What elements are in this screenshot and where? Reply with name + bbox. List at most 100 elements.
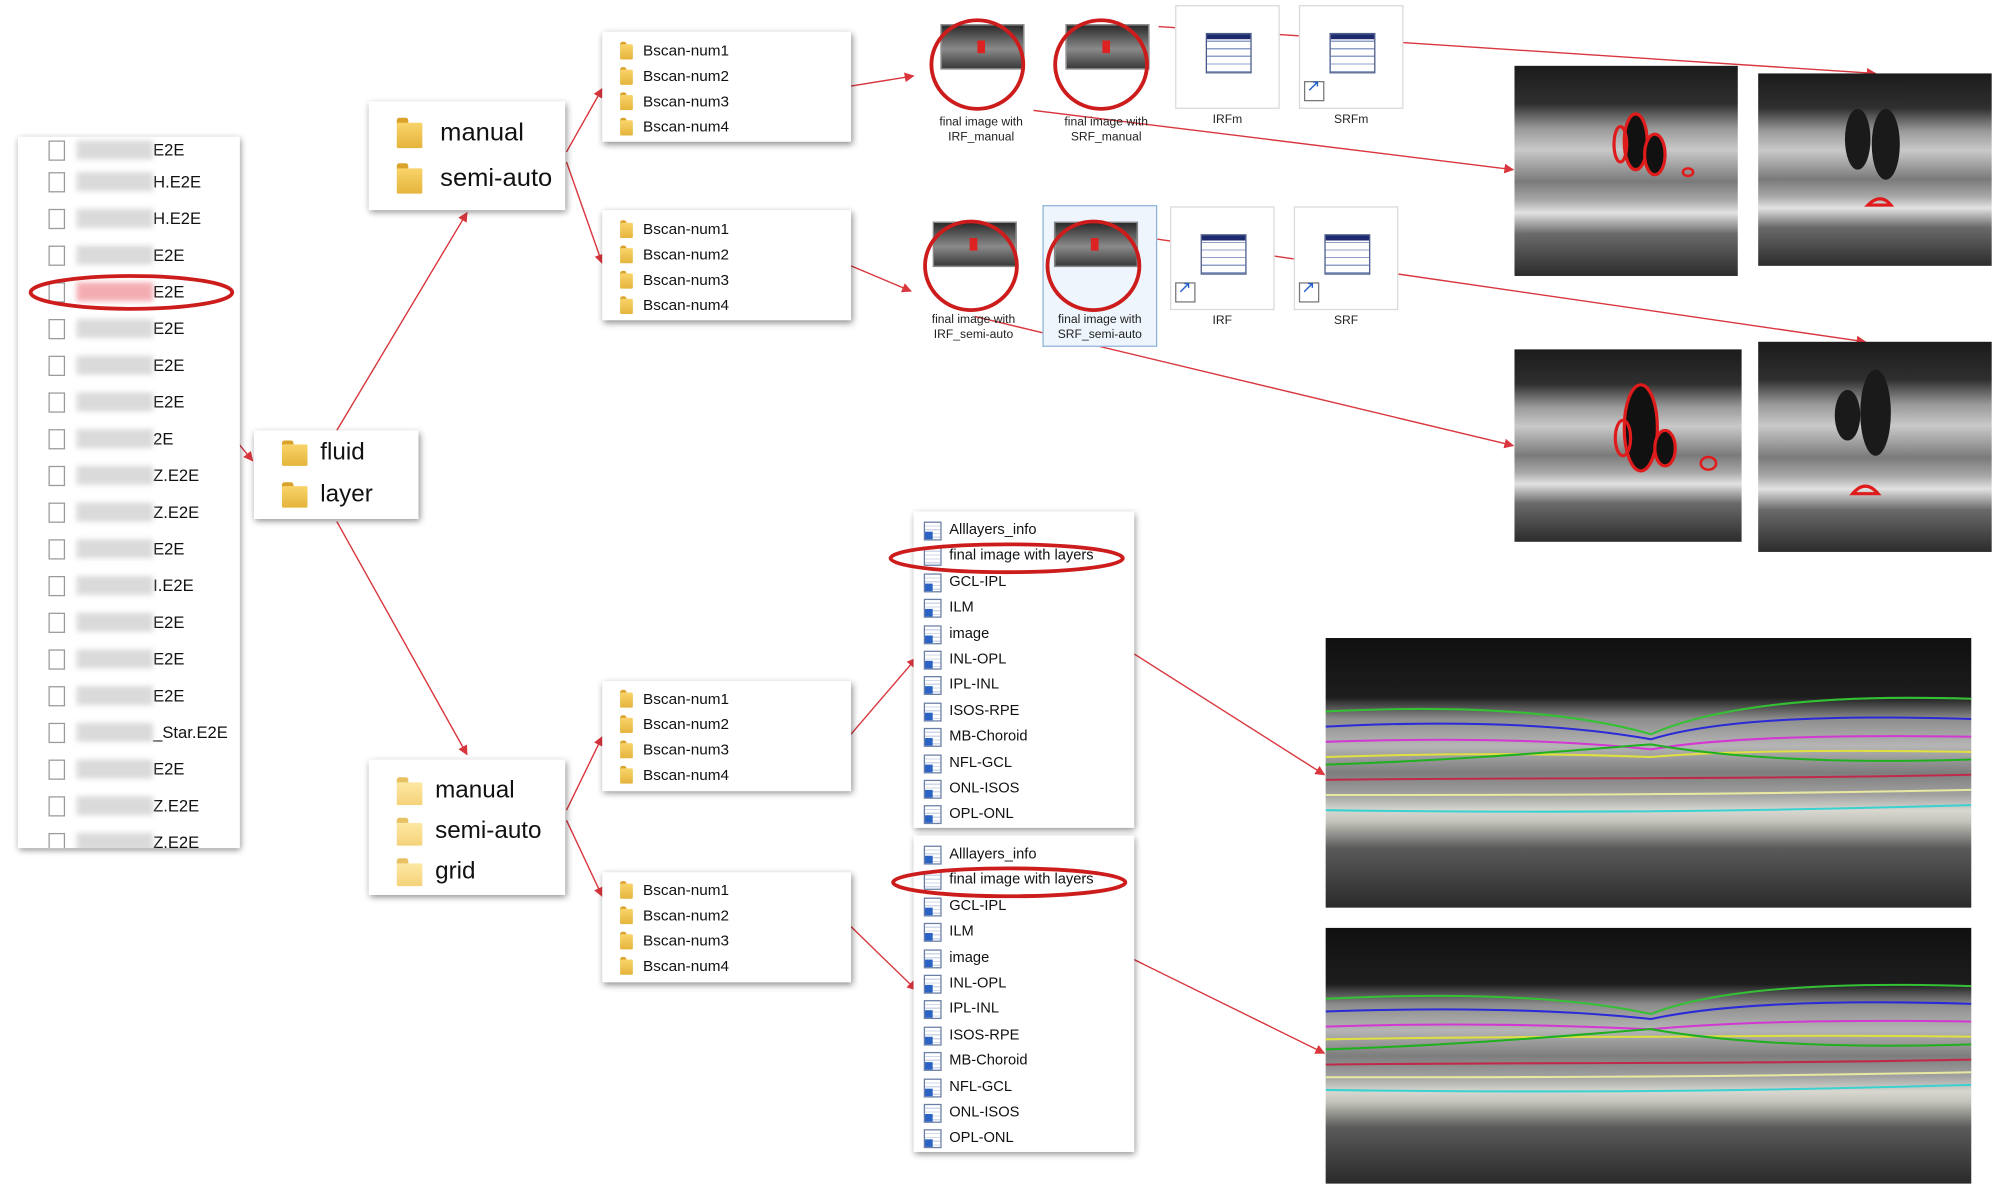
file-row[interactable]: H.E2E (18, 200, 240, 237)
layer-file-row[interactable]: final image with layers (914, 867, 1135, 892)
layer-file-label: INL-OPL (949, 976, 1007, 992)
file-tile-irf-semi[interactable]: final image with IRF_semi-auto (921, 205, 1026, 342)
file-row[interactable]: Z.E2E (18, 787, 240, 824)
irf-contour-overlay (1612, 112, 1695, 178)
bscan-row[interactable]: Bscan-num4 (602, 762, 851, 787)
layer-file-row[interactable]: GCL-IPL (914, 894, 1135, 919)
bscan-row[interactable]: Bscan-num1 (602, 877, 851, 902)
bscan-row[interactable]: Bscan-num2 (602, 242, 851, 267)
layer-file-row[interactable]: OPL-ONL (914, 801, 1135, 826)
file-row[interactable]: Z.E2E (18, 457, 240, 494)
bscan-row[interactable]: Bscan-num4 (602, 953, 851, 978)
layer-file-row[interactable]: Alllayers_info (914, 518, 1135, 543)
layer-file-row[interactable]: ONL-ISOS (914, 1100, 1135, 1125)
file-row[interactable]: E2E (18, 310, 240, 347)
blurred-filename (76, 465, 154, 485)
layer-file-label: ONL-ISOS (949, 781, 1020, 797)
layer-file-label: image (949, 626, 990, 642)
layer-file-row[interactable]: IPL-INL (914, 672, 1135, 697)
irf-contour-overlay (1613, 383, 1718, 473)
folder-row-layer[interactable]: layer (254, 476, 419, 514)
file-tile-srf-manual[interactable]: final image with SRF_manual (1053, 7, 1159, 144)
file-tile-srf-semi[interactable]: final image with SRF_semi-auto (1042, 205, 1158, 347)
shortcut-file-icon (923, 624, 942, 644)
layer-file-row[interactable]: INL-OPL (914, 971, 1135, 996)
file-row[interactable]: 2E (18, 420, 240, 457)
file-row[interactable]: E2E (18, 751, 240, 788)
bscan-row[interactable]: Bscan-num3 (602, 89, 851, 114)
folder-row-manual[interactable]: manual (369, 111, 565, 154)
file-name: I.E2E (153, 575, 194, 595)
file-tile-irf[interactable]: IRF (1170, 206, 1275, 328)
shortcut-file-icon (923, 804, 942, 824)
bscan-row[interactable]: Bscan-num2 (602, 63, 851, 88)
file-row[interactable]: Z.E2E (18, 494, 240, 531)
layer-file-label: image (949, 950, 990, 966)
layer-file-row[interactable]: ONL-ISOS (914, 776, 1135, 801)
shortcut-arrow-icon (1303, 77, 1325, 102)
layer-file-row[interactable]: GCL-IPL (914, 570, 1135, 595)
file-row[interactable]: E2E (18, 237, 240, 274)
oct-layer-segmentation-image-2 (1325, 927, 1972, 1184)
bscan-row[interactable]: Bscan-num3 (602, 267, 851, 292)
file-row[interactable]: _Star.E2E (18, 714, 240, 751)
file-tile-irf-manual[interactable]: final image with IRF_manual (928, 7, 1034, 144)
bscan-row[interactable]: Bscan-num3 (602, 737, 851, 762)
file-row[interactable]: Z.E2E (18, 824, 240, 849)
layer-file-row[interactable]: INL-OPL (914, 647, 1135, 672)
layer-file-row[interactable]: final image with layers (914, 543, 1135, 568)
bscan-row[interactable]: Bscan-num1 (602, 216, 851, 241)
file-row[interactable]: E2E (18, 677, 240, 714)
bscan-row[interactable]: Bscan-num3 (602, 928, 851, 953)
layer-file-row[interactable]: MB-Choroid (914, 1048, 1135, 1073)
file-row[interactable]: E2E (18, 347, 240, 384)
file-tile-irfm[interactable]: IRFm (1175, 5, 1280, 127)
layer-file-label: GCL-IPL (949, 574, 1007, 590)
shortcut-file-icon (923, 753, 942, 773)
bscan-row[interactable]: Bscan-num1 (602, 686, 851, 711)
bscan-row[interactable]: Bscan-num2 (602, 903, 851, 928)
file-row[interactable]: E2E (18, 530, 240, 567)
file-tile-srf[interactable]: SRF (1293, 206, 1399, 328)
layer-file-label: ILM (949, 600, 974, 616)
file-icon (48, 208, 66, 229)
folder-row-manual[interactable]: manual (369, 771, 565, 812)
file-tile-label: SRFm (1333, 112, 1369, 127)
layer-file-row[interactable]: ISOS-RPE (914, 699, 1135, 724)
layer-file-label: IPL-INL (949, 677, 1000, 693)
file-row[interactable]: E2E (18, 604, 240, 641)
file-name: _Star.E2E (153, 722, 228, 742)
file-row[interactable]: E2E (18, 137, 240, 169)
folder-row-grid[interactable]: grid (369, 852, 565, 893)
layer-file-row[interactable]: MB-Choroid (914, 724, 1135, 749)
shortcut-file-icon (923, 1077, 942, 1097)
layer-file-row[interactable]: IPL-INL (914, 996, 1135, 1021)
layer-file-row[interactable]: OPL-ONL (914, 1125, 1135, 1150)
layer-file-row[interactable]: ILM (914, 919, 1135, 944)
file-tile-srfm[interactable]: SRFm (1298, 5, 1404, 127)
bscan-row[interactable]: Bscan-num4 (602, 114, 851, 139)
bscan-row[interactable]: Bscan-num2 (602, 711, 851, 736)
bscan-label: Bscan-num3 (643, 740, 730, 759)
shortcut-file-icon (923, 974, 942, 994)
layer-file-row[interactable]: NFL-GCL (914, 1075, 1135, 1100)
layer-file-row[interactable]: image (914, 622, 1135, 647)
file-row[interactable]: I.E2E (18, 567, 240, 604)
file-row[interactable]: E2E (18, 641, 240, 678)
layer-file-row[interactable]: NFL-GCL (914, 751, 1135, 776)
file-row-selected[interactable]: E2E (18, 273, 240, 310)
arrow-layer-manual-to-bscans (565, 735, 603, 811)
file-row[interactable]: E2E (18, 384, 240, 421)
folder-row-semi-auto[interactable]: semi-auto (369, 157, 565, 200)
folder-row-semi-auto[interactable]: semi-auto (369, 811, 565, 852)
file-row[interactable]: H.E2E (18, 163, 240, 200)
file-icon (48, 685, 66, 706)
image-file-icon (923, 546, 942, 566)
layer-file-row[interactable]: ILM (914, 595, 1135, 620)
layer-file-row[interactable]: image (914, 946, 1135, 971)
bscan-row[interactable]: Bscan-num4 (602, 292, 851, 317)
bscan-row[interactable]: Bscan-num1 (602, 38, 851, 63)
layer-file-row[interactable]: ISOS-RPE (914, 1023, 1135, 1048)
folder-row-fluid[interactable]: fluid (254, 434, 419, 472)
layer-file-row[interactable]: Alllayers_info (914, 842, 1135, 867)
